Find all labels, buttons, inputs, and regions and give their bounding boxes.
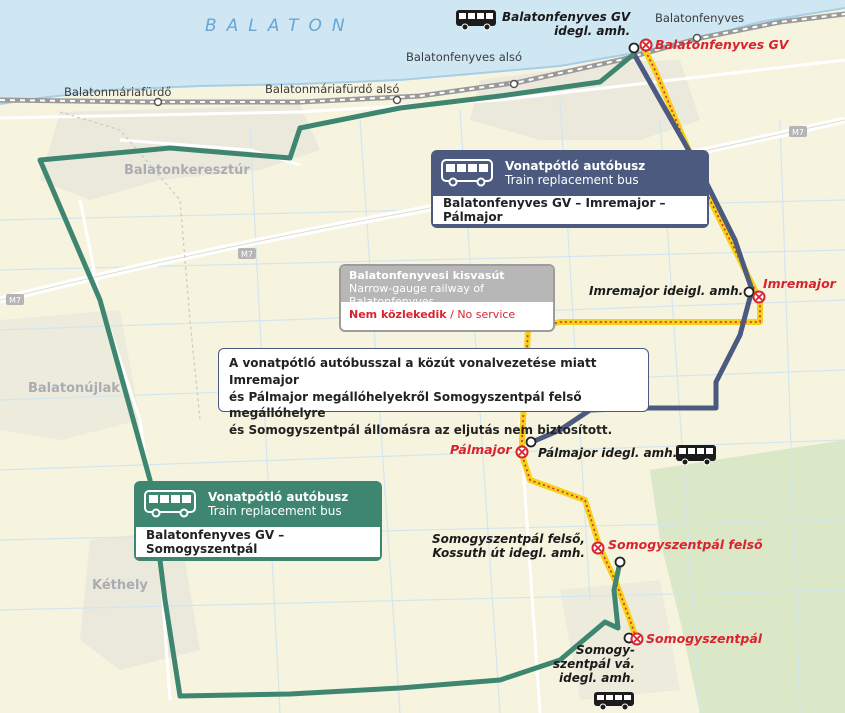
closed-stop-icon [593, 543, 604, 554]
m7-shield-label: M7 [241, 250, 253, 259]
notice-line: A vonatpótló autóbusszal a közút vonalve… [229, 355, 638, 389]
railway-info-box: Balatonfenyvesi kisvasút Narrow-gauge ra… [339, 264, 555, 332]
station-label-balatonmariafurdo: Balatonmáriafürdő [64, 86, 171, 99]
bus-info-box-blue-header: Vonatpótló autóbusz Train replacement bu… [431, 150, 709, 196]
station-label-balatonfenyves-also: Balatonfenyves alsó [406, 51, 522, 64]
temp-stop-label-palmajor: Pálmajor idegl. amh. [538, 447, 677, 461]
railway-info-box-title-hu: Balatonfenyvesi kisvasút [349, 269, 545, 282]
notice-line: és Somogyszentpál állomásra az eljutás n… [229, 422, 638, 439]
closed-label-somogyszentpal: Somogyszentpál [646, 632, 762, 646]
bus-icon [144, 490, 196, 518]
temporary-stop-icon [630, 44, 639, 53]
bus-icon [441, 159, 493, 187]
bus-info-box-green-route: Balatonfenyves GV – Somogyszentpál [136, 527, 380, 557]
railway-status-sep: / [450, 308, 454, 321]
station-label-balatonmariafurdo-also: Balatonmáriafürdő alsó [265, 83, 399, 96]
temp-stop-label-somogyszentpal-felso: Somogyszentpál felső, Kossuth út idegl. … [432, 533, 585, 561]
notice-line: és Pálmajor megállóhelyekről Somogyszent… [229, 389, 638, 423]
railway-status-hu: Nem közlekedik [349, 308, 447, 321]
closed-label-palmajor: Pálmajor [450, 443, 512, 457]
closed-stop-icon [754, 292, 765, 303]
bus-info-box-blue-title-en: Train replacement bus [505, 173, 645, 187]
closed-label-somogyszentpal-felso: Somogyszentpál felső [608, 538, 763, 552]
bus-info-box-green: Vonatpótló autóbusz Train replacement bu… [134, 481, 382, 561]
station-dot-balatonmariafurdo-also [394, 97, 401, 104]
station-label-balatonfenyves: Balatonfenyves [655, 12, 744, 25]
m7-shield-label: M7 [792, 128, 804, 137]
bus-info-box-blue-title-hu: Vonatpótló autóbusz [505, 159, 645, 173]
temp-stop-label-imremajor: Imremajor ideigl. amh. [589, 285, 743, 299]
bus-info-box-green-header: Vonatpótló autóbusz Train replacement bu… [134, 481, 382, 527]
bus-info-box-green-title-hu: Vonatpótló autóbusz [208, 490, 348, 504]
place-label-kethely: Kéthely [92, 579, 148, 594]
railway-status-en: No service [457, 308, 515, 321]
temp-stop-label-somogyszentpal-va: Somogy- szentpál vá. idegl. amh. [551, 644, 635, 685]
station-dot-balatonmariafurdo [155, 99, 162, 106]
temporary-stop-icon [745, 288, 754, 297]
closed-stop-icon [641, 40, 652, 51]
bus-info-box-blue: Vonatpótló autóbusz Train replacement bu… [431, 150, 709, 228]
place-label-balatonkeresztur: Balatonkeresztúr [124, 164, 250, 179]
temporary-stop-icon [616, 558, 625, 567]
place-label-balatonujlak: Balatonújlak [28, 382, 120, 397]
bus-info-box-blue-route: Balatonfenyves GV – Imremajor – Pálmajor [433, 196, 707, 224]
notice-box: A vonatpótló autóbusszal a közút vonalve… [218, 348, 649, 412]
closed-label-balatonfenyves-gv: Balatonfenyves GV [655, 38, 788, 52]
temp-stop-label-balatonfenyves-gv: Balatonfenyves GV idegl. amh. [502, 11, 630, 39]
station-dot-balatonfenyves-also [511, 81, 518, 88]
m7-shield-label: M7 [9, 296, 21, 305]
bus-info-box-green-title-en: Train replacement bus [208, 504, 348, 518]
railway-info-box-header: Balatonfenyvesi kisvasút Narrow-gauge ra… [341, 266, 553, 302]
closed-label-imremajor: Imremajor [763, 277, 836, 291]
closed-stop-icon [517, 447, 528, 458]
lake-label: BALATON [205, 17, 355, 37]
